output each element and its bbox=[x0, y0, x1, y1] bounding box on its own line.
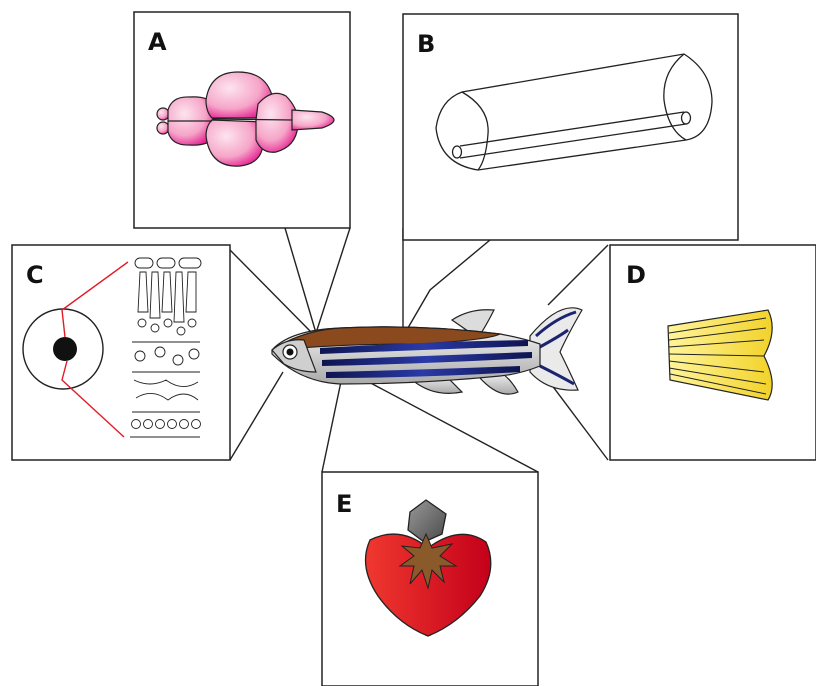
panel-d-label: D bbox=[626, 261, 646, 289]
panel-e-label: E bbox=[336, 490, 352, 518]
panel-b: B bbox=[403, 14, 738, 240]
panel-a-label: A bbox=[148, 28, 167, 56]
zebrafish-icon bbox=[272, 308, 582, 394]
panel-c-label: C bbox=[26, 261, 44, 289]
panel-c: C bbox=[12, 245, 230, 460]
panel-e: E bbox=[322, 472, 538, 686]
panel-a: A bbox=[134, 12, 350, 228]
panel-b-label: B bbox=[417, 30, 435, 58]
panel-d: D bbox=[610, 245, 816, 460]
